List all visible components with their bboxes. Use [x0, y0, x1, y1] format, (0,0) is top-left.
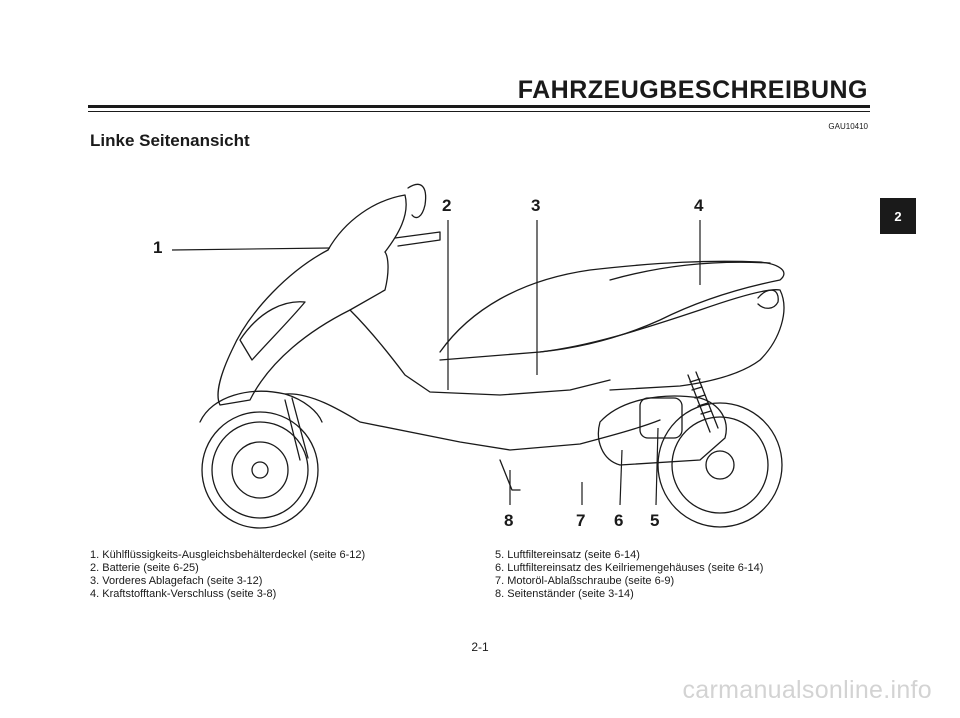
legend-item: 1. Kühlflüssigkeits-Ausgleichsbehälterde…: [90, 549, 366, 561]
callout-5: 5: [650, 511, 660, 530]
scooter-illustration: [171, 183, 785, 529]
callout-6: 6: [614, 511, 624, 530]
page-number: 2-1: [471, 640, 489, 654]
legend-item: 4. Kraftstofftank-Verschluss (seite 3-8): [90, 588, 277, 600]
seat: [439, 260, 785, 361]
callout-7: 7: [576, 511, 586, 530]
cvt-case: [597, 395, 727, 466]
document-code: GAU10410: [828, 122, 868, 131]
watermark: carmanualsonline.info: [682, 676, 932, 704]
callout-2: 2: [442, 196, 452, 215]
section-title: Linke Seitenansicht: [90, 131, 250, 150]
legend-item: 6. Luftfiltereinsatz des Keilriemengehäu…: [495, 562, 764, 574]
header-rule-thick: [88, 105, 870, 108]
rear-body: [539, 289, 785, 391]
callout-4: 4: [694, 196, 704, 215]
legend-left: 1. Kühlflüssigkeits-Ausgleichsbehälterde…: [90, 549, 365, 601]
body-side: [284, 393, 661, 451]
legend-item: 7. Motoröl-Ablaßschraube (seite 6-9): [495, 575, 675, 587]
front-fairing: [217, 249, 389, 406]
legend-item: 2. Batterie (seite 6-25): [90, 562, 199, 574]
callout-1: 1: [153, 238, 163, 257]
legend-item: 3. Vorderes Ablagefach (seite 3-12): [90, 575, 263, 587]
chapter-tab[interactable]: 2: [880, 198, 916, 234]
callout-8: 8: [504, 511, 514, 530]
legend-item: 5. Luftfiltereinsatz (seite 6-14): [495, 549, 640, 561]
windscreen: [327, 194, 407, 253]
legend-item: 8. Seitenständer (seite 3-14): [495, 588, 634, 600]
header-rule-thin: [88, 111, 870, 112]
chapter-title: FAHRZEUGBESCHREIBUNG: [517, 76, 868, 104]
callout-3: 3: [531, 196, 541, 215]
legend-right: 5. Luftfiltereinsatz (seite 6-14) 6. Luf…: [495, 549, 763, 601]
